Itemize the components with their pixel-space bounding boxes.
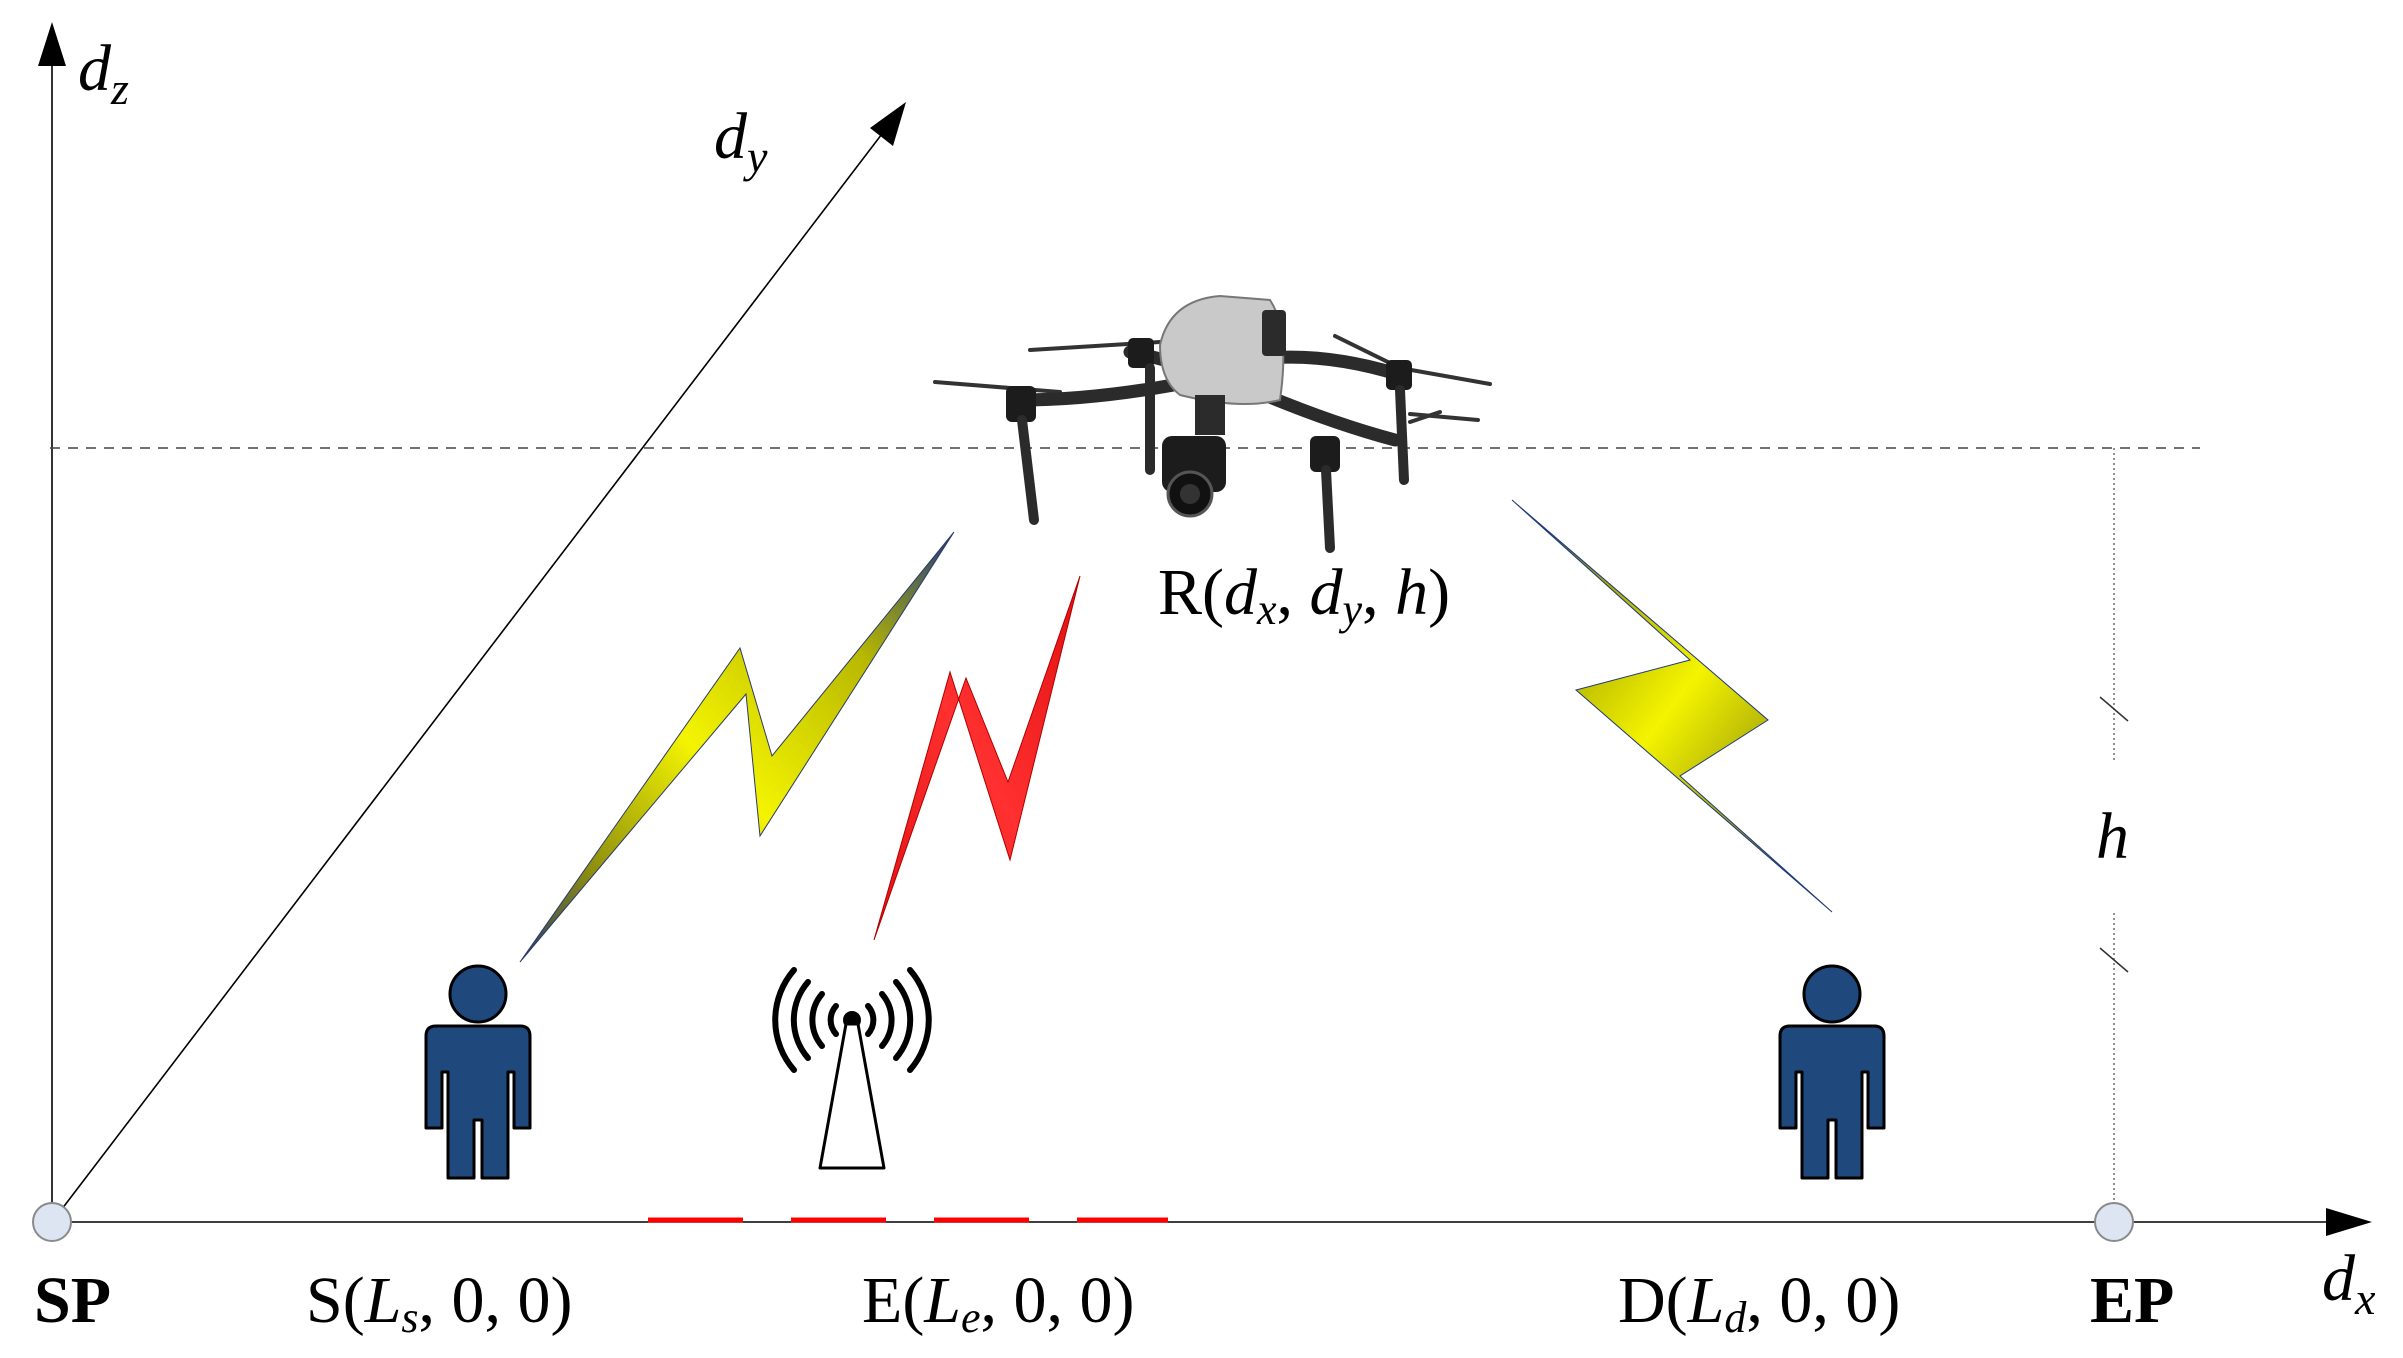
source-relay-link [519, 531, 955, 963]
drone-icon [933, 294, 1492, 553]
end-point-label: EP [2090, 1264, 2174, 1337]
x-axis [52, 1208, 2372, 1236]
person-icon [1778, 964, 1886, 1180]
eavesdropper-label: E(Le, 0, 0) [862, 1264, 1135, 1342]
start-point-marker [32, 1202, 72, 1242]
antenna-tower-icon [772, 967, 932, 1170]
z-axis-arrowhead [38, 22, 66, 66]
x-axis-arrowhead [2326, 1208, 2372, 1236]
y-axis-arrowhead [870, 102, 906, 146]
relay-destination-link [1511, 499, 1833, 913]
destination-label: D(Ld, 0, 0) [1618, 1264, 1900, 1342]
z-axis [38, 22, 66, 1222]
z-axis-label: dz [78, 32, 129, 114]
source-label: S(Ls, 0, 0) [306, 1264, 573, 1342]
x-axis-label: dx [2322, 1242, 2376, 1324]
start-point-label: SP [34, 1264, 111, 1337]
relay-label: R(dx, dy, h) [1158, 556, 1450, 634]
height-label-mask [2090, 760, 2140, 910]
eavesdropper-relay-link [873, 575, 1081, 941]
height-dimension [2099, 448, 2129, 1205]
height-label: h [2096, 800, 2129, 873]
y-axis [51, 102, 906, 1223]
end-point-marker [2094, 1202, 2134, 1242]
y-axis-label: dy [714, 100, 768, 182]
person-icon [424, 964, 532, 1180]
